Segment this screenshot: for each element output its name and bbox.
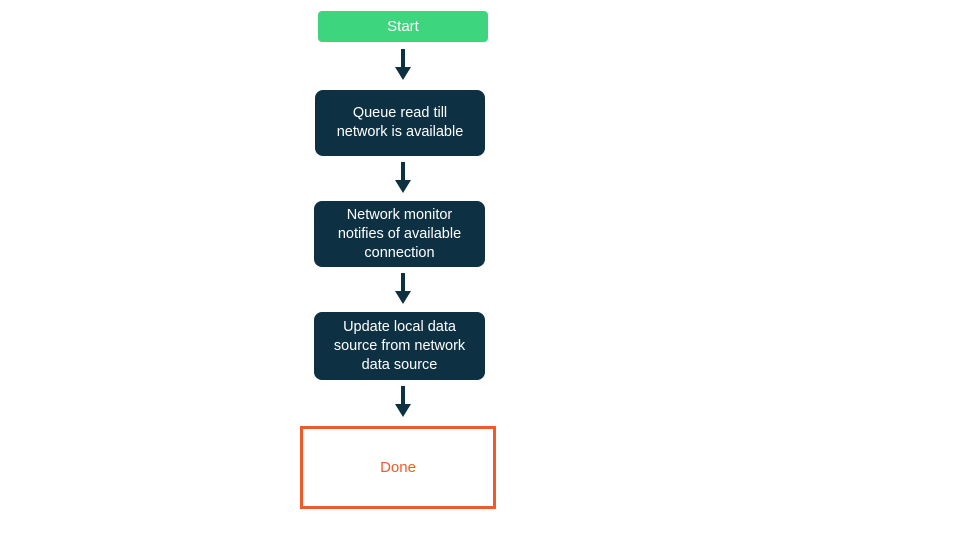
flow-node-update-local-data: Update local data source from network da… xyxy=(314,312,485,380)
arrow-stem xyxy=(401,49,405,67)
arrow-stem xyxy=(401,273,405,291)
arrow-down-icon xyxy=(395,291,411,304)
flow-connector-2 xyxy=(395,162,411,193)
flow-node-queue-read: Queue read till network is available xyxy=(315,90,485,156)
arrow-down-icon xyxy=(395,404,411,417)
arrow-down-icon xyxy=(395,180,411,193)
flow-connector-4 xyxy=(395,386,411,417)
flow-node-network-monitor: Network monitor notifies of available co… xyxy=(314,201,485,267)
flow-node-start: Start xyxy=(318,11,488,42)
arrow-stem xyxy=(401,386,405,404)
flow-connector-3 xyxy=(395,273,411,304)
flow-connector-1 xyxy=(395,49,411,80)
arrow-down-icon xyxy=(395,67,411,80)
arrow-stem xyxy=(401,162,405,180)
flow-node-done: Done xyxy=(300,426,496,509)
